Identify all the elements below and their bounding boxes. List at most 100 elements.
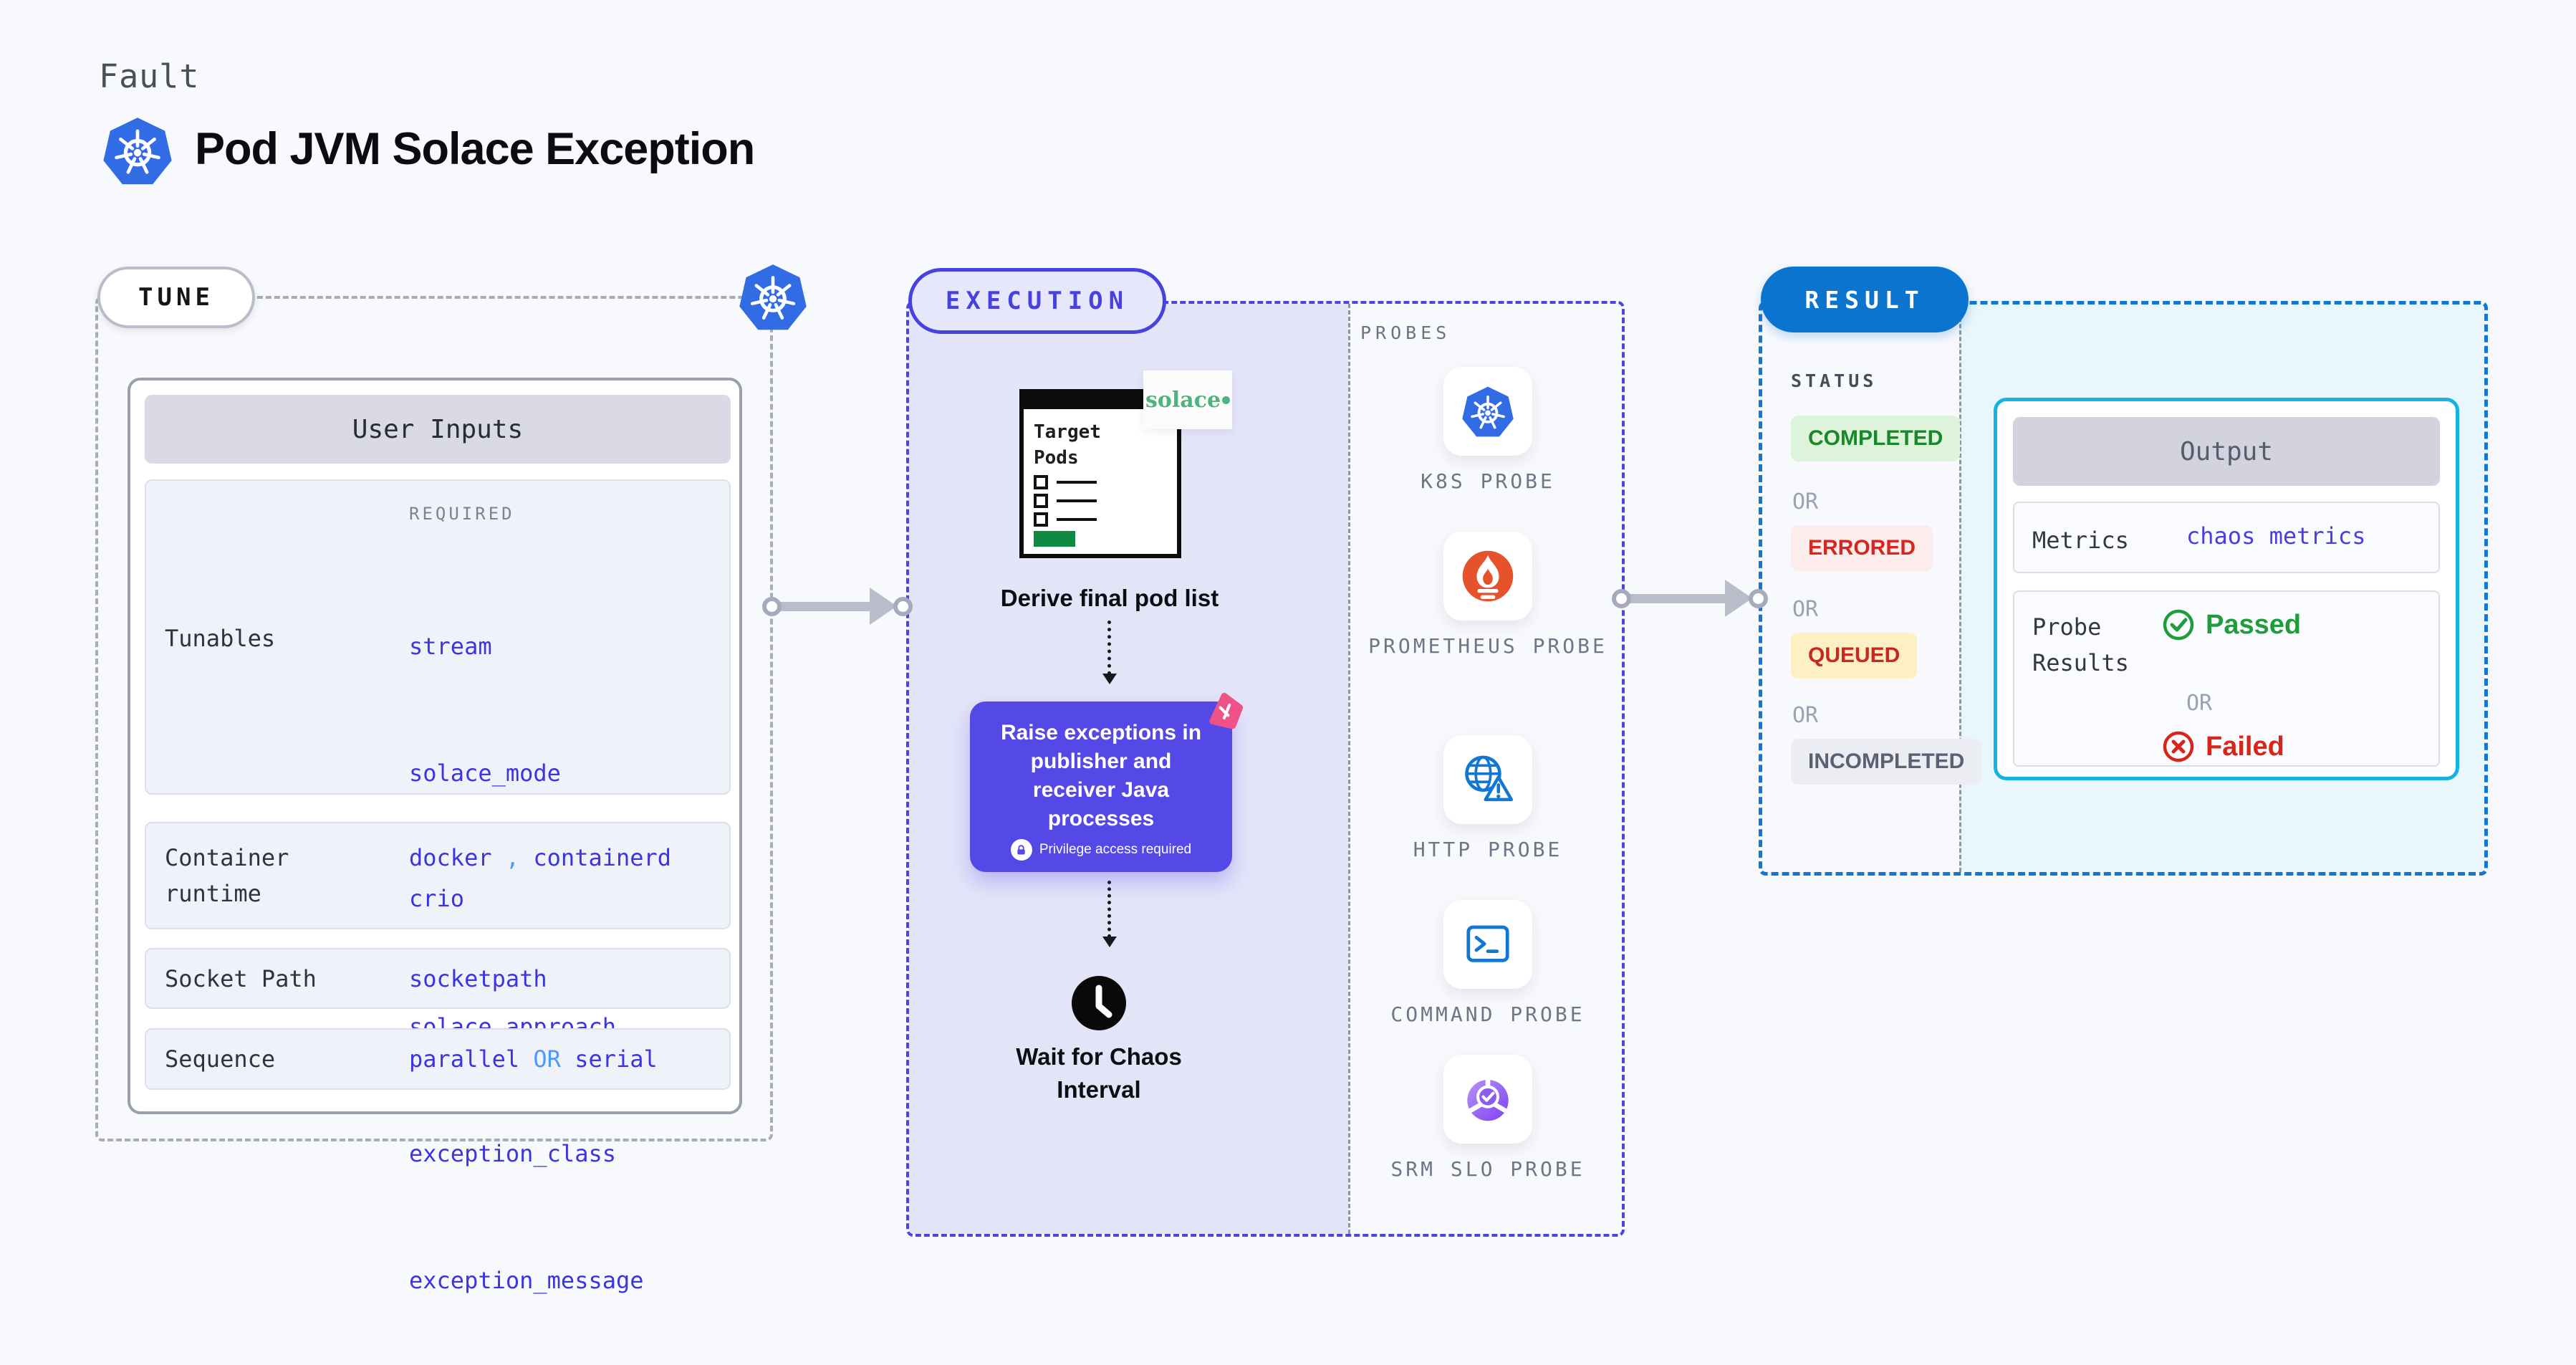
kubernetes-icon [103, 118, 172, 185]
fault-eyebrow: Fault [99, 57, 200, 95]
status-badge-completed: COMPLETED [1791, 416, 1961, 461]
slo-donut-icon [1466, 1077, 1509, 1121]
sequence-label: Sequence [165, 1045, 276, 1073]
prometheus-icon [1462, 550, 1514, 602]
probe-command: COMMAND PROBE [1348, 900, 1628, 1029]
result-divider [1959, 305, 1961, 872]
solace-dot-icon [1222, 396, 1231, 404]
user-inputs-title: User Inputs [145, 395, 731, 464]
or-label: OR [1792, 703, 1819, 728]
confirm-button-graphic [1034, 531, 1075, 547]
lock-icon [1010, 839, 1032, 861]
tunables-row: Tunables REQUIRED stream solace_mode sol… [145, 479, 731, 1294]
result-section-badge: RESULT [1761, 267, 1969, 332]
kubernetes-icon [739, 264, 807, 330]
probe-label: K8S PROBE [1421, 469, 1555, 493]
metrics-label: Metrics [2032, 527, 2129, 554]
failed-label: Failed [2206, 731, 2284, 762]
solace-wordmark: solace [1145, 387, 1221, 413]
clock-icon [1072, 976, 1126, 1030]
arrowhead-icon [1725, 580, 1752, 617]
sequence-row: Sequence parallel OR serial [145, 1028, 731, 1090]
probe-label: SRM SLO PROBE [1390, 1157, 1585, 1181]
probes-divider [1348, 304, 1350, 1234]
metrics-value: chaos metrics [2186, 522, 2366, 550]
passed-label: Passed [2206, 609, 2302, 640]
or-label: OR [2186, 691, 2213, 716]
tune-to-execution-arrow [762, 582, 913, 631]
flow-arrow [1107, 881, 1111, 938]
probe-label: PROMETHEUS PROBE [1368, 634, 1607, 658]
tunable-value: exception_message [409, 1267, 644, 1294]
probes-heading: PROBES [1360, 322, 1451, 343]
user-inputs-card: User Inputs Tunables REQUIRED stream sol… [128, 378, 742, 1294]
socket-path-row: Socket Path socketpath [145, 948, 731, 1009]
runtime-value: crio [409, 885, 465, 912]
required-label: REQUIRED [409, 504, 515, 524]
check-circle-icon [2163, 609, 2194, 641]
runtime-value: containerd [533, 844, 672, 871]
execution-section-frame: Target Pods solace Derive final pod list… [906, 301, 1625, 1237]
container-runtime-values: docker , containerd crio [409, 838, 671, 919]
sequence-value: parallel [409, 1045, 520, 1073]
tunables-label: Tunables [165, 625, 276, 652]
output-title: Output [2013, 417, 2440, 486]
probe-card [1443, 900, 1532, 989]
pod-list-item [1034, 475, 1097, 489]
target-pods-title: Target Pods [1034, 421, 1101, 469]
separator: , [505, 844, 520, 871]
probe-card [1443, 735, 1532, 824]
arrowhead-icon [1102, 674, 1117, 684]
terminal-icon [1466, 925, 1509, 962]
tunable-value: exception_class [409, 1140, 616, 1167]
status-badge-incompleted: INCOMPLETED [1791, 739, 1982, 785]
checkbox-icon [1034, 475, 1048, 489]
wait-interval-step: Wait for Chaos Interval [1016, 1043, 1182, 1103]
output-panel: Output Metrics chaos metrics Probe Resul… [1994, 398, 2459, 780]
status-heading: STATUS [1791, 370, 1878, 391]
chaos-pinwheel-icon [1209, 692, 1244, 729]
result-section-frame: STATUS COMPLETED OR ERRORED OR QUEUED OR… [1759, 301, 2488, 876]
tunable-value: solace_mode [409, 760, 561, 787]
probe-srm-slo: SRM SLO PROBE [1348, 1055, 1628, 1184]
privilege-label: Privilege access required [1039, 842, 1192, 857]
probe-label: COMMAND PROBE [1390, 1002, 1585, 1026]
probe-card [1443, 367, 1532, 456]
connector-node [1612, 589, 1631, 608]
probe-card [1443, 532, 1532, 621]
connector-node [762, 597, 782, 616]
or-label: OR [1792, 597, 1819, 622]
container-runtime-label: Container runtime [165, 844, 289, 907]
flow-arrow [1107, 621, 1111, 675]
probe-results-label: Probe Results [2032, 613, 2129, 676]
container-runtime-row: Container runtime docker , containerd cr… [145, 822, 731, 929]
probe-results-row: Probe Results Passed OR Failed [2013, 590, 2440, 767]
socket-path-value: socketpath [409, 964, 547, 992]
tune-section-badge: TUNE [97, 267, 255, 328]
chaos-action-text: Raise exceptions in publisher and receiv… [1000, 721, 1202, 830]
metrics-row: Metrics chaos metrics [2013, 502, 2440, 573]
probe-prometheus: PROMETHEUS PROBE [1348, 532, 1628, 661]
passed-verdict: Passed [2161, 608, 2301, 642]
x-circle-icon [2163, 731, 2194, 762]
tune-section-frame [95, 296, 773, 1141]
failed-verdict: Failed [2161, 729, 2284, 764]
checkbox-icon [1034, 494, 1048, 508]
arrowhead-icon [1102, 937, 1117, 947]
status-badge-errored: ERRORED [1791, 525, 1933, 571]
tunable-value: stream [409, 633, 492, 660]
pod-list-item [1034, 494, 1097, 508]
probe-k8s: K8S PROBE [1348, 367, 1628, 496]
privilege-note: Privilege access required [970, 839, 1232, 861]
status-badge-queued: QUEUED [1791, 633, 1918, 679]
arrowhead-icon [870, 588, 897, 625]
kubernetes-icon [1462, 386, 1514, 437]
or-label: OR [1792, 489, 1819, 514]
checkbox-icon [1034, 512, 1048, 527]
runtime-value: docker [409, 844, 492, 871]
connector-node [1749, 589, 1768, 608]
solace-logo: solace [1143, 370, 1232, 429]
globe-alert-icon [1465, 755, 1514, 802]
probe-label: HTTP PROBE [1413, 838, 1563, 861]
